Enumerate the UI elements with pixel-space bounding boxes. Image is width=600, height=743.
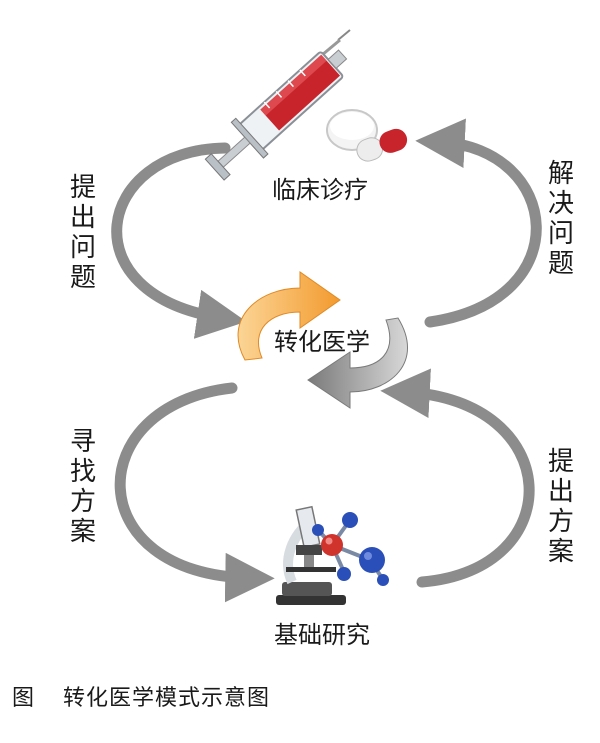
- node-basic-research: 基础研究: [274, 621, 370, 649]
- figure-caption: 图 转化医学模式示意图: [12, 680, 270, 712]
- side-char: 方: [70, 487, 96, 517]
- center-cycle-arrows: [237, 271, 409, 409]
- side-char: 出: [70, 203, 96, 233]
- side-char: 问: [548, 219, 574, 249]
- caption-text: 转化医学模式示意图: [63, 686, 271, 711]
- arrow-lower-left: [114, 382, 275, 603]
- syringe-and-pills-icon: [204, 29, 408, 181]
- side-label-lower-left: 寻 找 方 案: [70, 427, 96, 547]
- side-char: 寻: [70, 427, 96, 457]
- side-char: 案: [70, 517, 96, 547]
- side-char: 题: [70, 263, 96, 293]
- side-char: 题: [548, 249, 574, 279]
- side-char: 方: [548, 507, 574, 537]
- side-char: 案: [548, 537, 574, 567]
- translational-medicine-diagram: 提 出 问 题 解 决 问 题 寻 找 方 案 提 出 方 案: [70, 29, 574, 649]
- side-label-upper-right: 解 决 问 题: [548, 159, 574, 279]
- side-char: 解: [548, 159, 574, 189]
- caption-prefix: 图: [12, 686, 36, 711]
- side-char: 找: [70, 457, 96, 487]
- side-char: 提: [548, 447, 574, 477]
- arrow-upper-left: [111, 142, 247, 339]
- side-char: 问: [70, 233, 96, 263]
- gray-cycle-arrow: [307, 317, 409, 409]
- arrow-lower-right: [380, 368, 535, 588]
- microscope-and-molecule-icon: [276, 505, 389, 605]
- orange-cycle-arrow: [237, 271, 341, 361]
- side-char: 出: [548, 477, 574, 507]
- side-label-upper-left: 提 出 问 题: [70, 173, 96, 293]
- side-char: 决: [548, 189, 574, 219]
- arrow-upper-right: [415, 118, 542, 328]
- side-label-lower-right: 提 出 方 案: [548, 447, 574, 567]
- side-char: 提: [70, 173, 96, 203]
- node-translational-medicine: 转化医学: [274, 328, 370, 356]
- node-clinical: 临床诊疗: [272, 176, 368, 204]
